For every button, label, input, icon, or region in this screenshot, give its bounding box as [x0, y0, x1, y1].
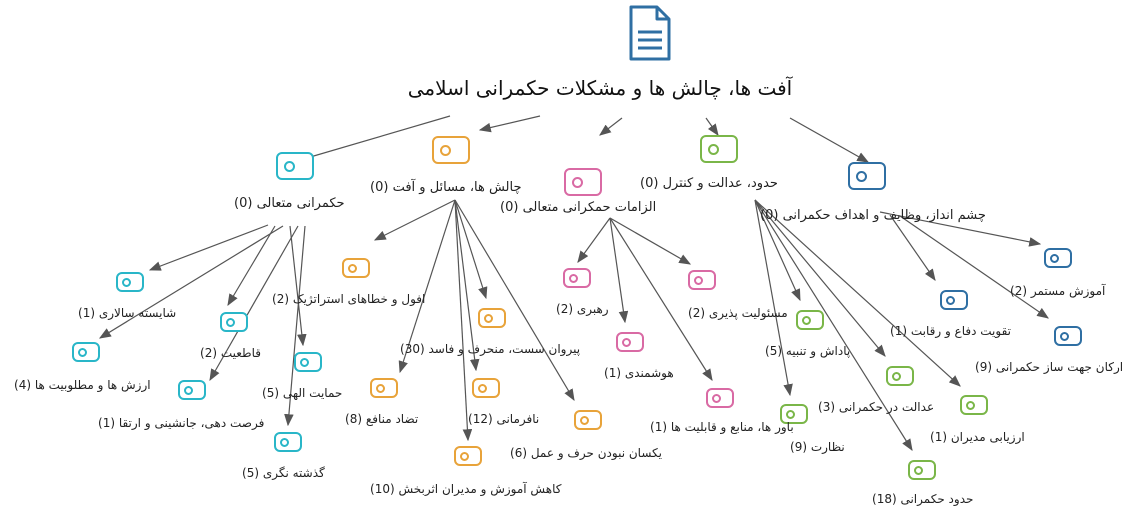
root-title: آفت ها، چالش ها و مشکلات حکمرانی اسلامی [407, 76, 793, 100]
child-tag-icon-b1-0[interactable] [1044, 248, 1072, 268]
child-label-b4-0: افول و خطاهای استراتژیک (2) [272, 292, 426, 306]
edge-b3-child-2 [609, 217, 629, 324]
child-label-b4-5: کاهش آموزش و مدیران اثربخش (10) [370, 482, 562, 496]
branch-label-b3: الزامات حمکرانی متعالی (0) [500, 200, 657, 215]
child-label-b5-1: قاطعیت (2) [200, 346, 261, 360]
child-tag-icon-b4-5[interactable] [454, 446, 482, 466]
child-label-b1-2: ارکان جهت ساز حکمرانی (9) [975, 360, 1124, 374]
child-tag-icon-b5-2[interactable] [72, 342, 100, 362]
child-tag-icon-b2-3[interactable] [780, 404, 808, 424]
child-label-b5-5: گذشته نگری (5) [242, 466, 325, 480]
child-tag-icon-b5-3[interactable] [294, 352, 322, 372]
branch-label-b2: حدود، عدالت و کنترل (0) [640, 176, 778, 191]
edge-b3-child-3 [609, 217, 713, 382]
child-label-b4-4: یکسان نبودن حرف و عمل (6) [510, 446, 662, 460]
edge-b4-child-1 [454, 199, 488, 300]
child-tag-icon-b3-0[interactable] [563, 268, 591, 288]
child-label-b5-0: شایسته سالاری (1) [78, 306, 177, 320]
child-tag-icon-b3-3[interactable] [706, 388, 734, 408]
edge-b2-child-4 [754, 199, 913, 452]
edge-b2-child-3 [754, 199, 793, 397]
child-tag-icon-b4-1[interactable] [478, 308, 506, 328]
child-tag-icon-b1-1[interactable] [940, 290, 968, 310]
edge-b5-child-0 [148, 224, 269, 271]
edge-b5-child-4 [209, 225, 299, 382]
edge-b5-child-5 [284, 225, 306, 427]
edge-root-b2 [705, 117, 719, 136]
child-tag-icon-b4-0[interactable] [342, 258, 370, 278]
branch-tag-icon-b5[interactable] [276, 152, 314, 180]
edge-root-b5 [298, 115, 451, 162]
child-label-b2-0: پاداش و تنبیه (5) [765, 344, 851, 358]
child-label-b2-2: ارزیابی مدیران (1) [930, 430, 1025, 444]
edge-b4-child-4 [454, 199, 575, 402]
edge-b4-child-0 [373, 199, 456, 241]
edge-b2-child-1 [754, 199, 886, 357]
child-label-b3-3: باور ها، منابع و قابلیت ها (1) [650, 420, 794, 434]
edge-b5-child-3 [289, 225, 307, 347]
branch-tag-icon-b3[interactable] [564, 168, 602, 196]
edge-b5-child-2 [98, 225, 284, 339]
child-label-b4-3: نافرمانی (12) [468, 412, 540, 426]
branch-tag-icon-b4[interactable] [432, 136, 470, 164]
branch-tag-icon-b1[interactable] [848, 162, 886, 190]
document-icon [629, 5, 671, 61]
edge-b4-child-5 [454, 199, 473, 442]
edge-b1-child-2 [899, 215, 1049, 319]
child-label-b3-1: مسئولیت پذیری (2) [688, 306, 788, 320]
child-tag-icon-b1-2[interactable] [1054, 326, 1082, 346]
branch-tag-icon-b2[interactable] [700, 135, 738, 163]
edge-b5-child-1 [227, 225, 276, 307]
child-tag-icon-b5-5[interactable] [274, 432, 302, 452]
edge-root-b3 [599, 117, 623, 136]
child-label-b1-0: آموزش مستمر (2) [1010, 284, 1106, 298]
child-tag-icon-b5-0[interactable] [116, 272, 144, 292]
child-label-b1-1: تقویت دفاع و رقابت (1) [890, 324, 1012, 338]
child-tag-icon-b2-1[interactable] [886, 366, 914, 386]
edge-b1-child-0 [879, 211, 1042, 247]
edge-b2-child-0 [754, 199, 801, 302]
branch-label-b1: چشم انداز، وظایف و اهداف حکمرانی (0) [760, 208, 986, 223]
child-label-b2-3: نظارت (9) [790, 440, 845, 454]
child-label-b5-2: ارزش ها و مطلوبیت ها (4) [14, 378, 151, 392]
child-tag-icon-b3-2[interactable] [616, 332, 644, 352]
edge-root-b4 [478, 115, 541, 133]
child-label-b2-1: عدالت در حکمرانی (3) [818, 400, 935, 414]
branch-label-b5: حکمرانی متعالی (0) [234, 196, 345, 211]
child-label-b4-2: تضاد منافع (8) [345, 412, 419, 426]
child-label-b5-3: حمایت الهی (5) [262, 386, 343, 400]
child-tag-icon-b2-2[interactable] [960, 395, 988, 415]
child-tag-icon-b5-1[interactable] [220, 312, 248, 332]
edge-b1-child-1 [889, 214, 936, 281]
child-tag-icon-b3-1[interactable] [688, 270, 716, 290]
child-label-b3-0: رهبری (2) [556, 302, 609, 316]
child-tag-icon-b5-4[interactable] [178, 380, 206, 400]
child-tag-icon-b2-4[interactable] [908, 460, 936, 480]
child-label-b4-1: پیروان سست، منحرف و فاسد (30) [400, 342, 581, 356]
child-tag-icon-b4-4[interactable] [574, 410, 602, 430]
child-label-b2-4: حدود حکمرانی (18) [872, 492, 974, 506]
child-tag-icon-b4-2[interactable] [370, 378, 398, 398]
edge-root-b1 [789, 117, 870, 163]
edge-b3-child-0 [577, 217, 611, 263]
edge-b2-child-2 [754, 199, 961, 387]
child-tag-icon-b4-3[interactable] [472, 378, 500, 398]
branch-label-b4: چالش ها، مسائل و آفت (0) [370, 180, 522, 195]
edge-b3-child-1 [609, 217, 692, 265]
edge-b4-child-2 [398, 199, 456, 374]
child-tag-icon-b2-0[interactable] [796, 310, 824, 330]
child-label-b3-2: هوشمندی (1) [604, 366, 674, 380]
edge-b4-child-3 [454, 199, 480, 372]
child-label-b5-4: فرصت دهی، جانشینی و ارتقا (1) [98, 416, 265, 430]
